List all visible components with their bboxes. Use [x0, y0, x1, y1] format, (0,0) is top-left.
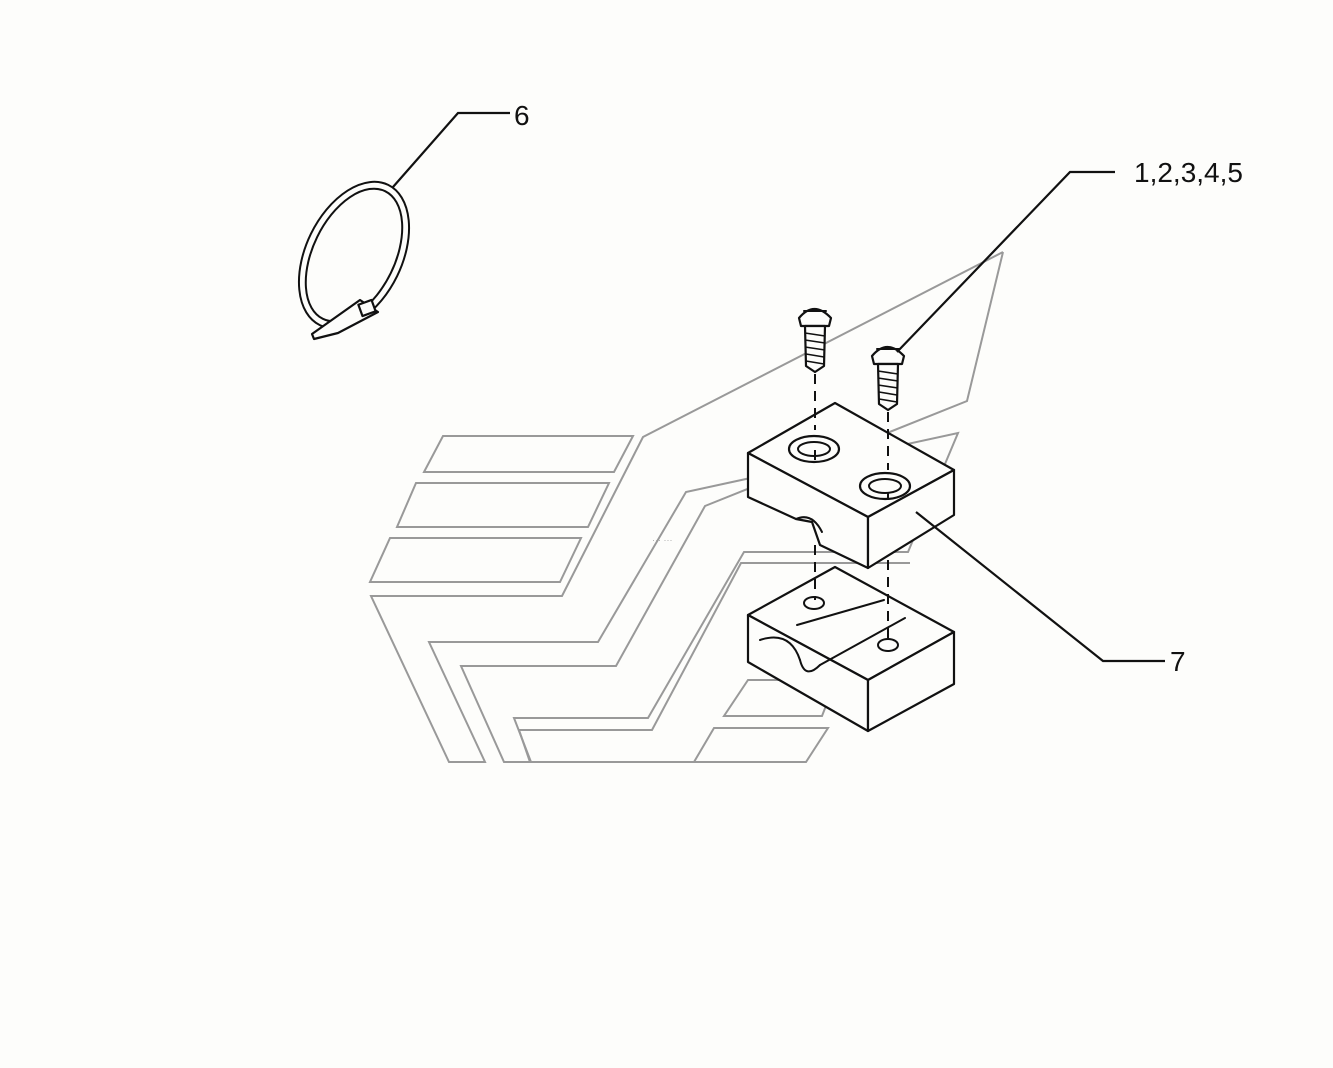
upper-clamp-half	[746, 401, 956, 570]
lower-clamp-half	[746, 565, 956, 733]
callout-label-6: 6	[514, 100, 530, 131]
slat-5	[692, 727, 830, 763]
callout-1-5: 1,2,3,4,5	[896, 157, 1243, 353]
slat-2	[395, 482, 611, 528]
slat-1	[422, 435, 635, 473]
frame-outline-outer	[369, 251, 1004, 763]
callout-label-7: 7	[1170, 646, 1186, 677]
cable-tie	[297, 180, 411, 341]
screw-right	[870, 345, 906, 412]
callout-label-1-5: 1,2,3,4,5	[1134, 157, 1243, 188]
slat-3	[368, 537, 583, 583]
screw-left	[797, 307, 833, 374]
faint-mark: ··· ···	[652, 535, 672, 545]
callout-6: 6	[392, 100, 530, 188]
callout-7: 7	[915, 511, 1186, 677]
assembly-axes	[814, 374, 889, 642]
